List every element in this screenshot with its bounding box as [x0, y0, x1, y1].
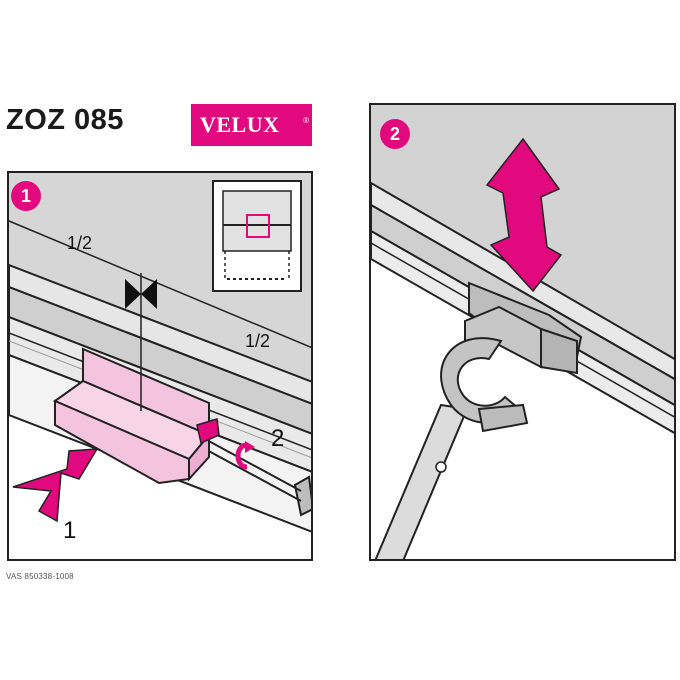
rod-2	[204, 448, 302, 502]
clip-side	[540, 327, 578, 375]
rail-clip	[293, 475, 311, 517]
strap-hole	[435, 461, 447, 473]
push-step-label: 1	[63, 517, 77, 544]
product-code: ZOZ 085	[6, 104, 124, 136]
right-half-label: 1/2	[245, 331, 271, 351]
turn-step-label: 2	[271, 425, 285, 452]
tray-lip	[196, 418, 220, 445]
step-1-illustration	[9, 173, 311, 533]
step-2-badge: 2	[380, 119, 410, 149]
double-arrow-icon	[485, 137, 563, 293]
bowtie-marker-icon	[125, 279, 157, 309]
rotate-icon-head	[245, 441, 255, 453]
rod	[204, 438, 302, 492]
step-1-panel: 1 1/2 1/2 1 2	[7, 171, 313, 561]
brand-name: VELUX	[200, 112, 280, 137]
tray-front	[54, 399, 190, 485]
window-thumbnail-sash	[222, 190, 292, 252]
rail-top	[371, 181, 674, 380]
window-thumbnail-focus	[246, 214, 270, 238]
rail-mid	[9, 285, 311, 435]
rotate-icon	[235, 442, 248, 470]
velux-logo: VELUX ®	[191, 104, 312, 146]
step-1-badge: 1	[11, 181, 41, 211]
rail-top	[9, 263, 311, 405]
top-half-label: 1/2	[67, 233, 93, 253]
reference-code: VAS 850338-1008	[6, 572, 74, 581]
registered-mark: ®	[303, 116, 309, 125]
arrow-icon	[12, 448, 99, 523]
half-line	[9, 220, 311, 349]
step-2-illustration	[371, 105, 674, 559]
strap	[374, 403, 469, 559]
step-2-panel: 2	[369, 103, 676, 561]
clip-foot	[477, 403, 529, 433]
